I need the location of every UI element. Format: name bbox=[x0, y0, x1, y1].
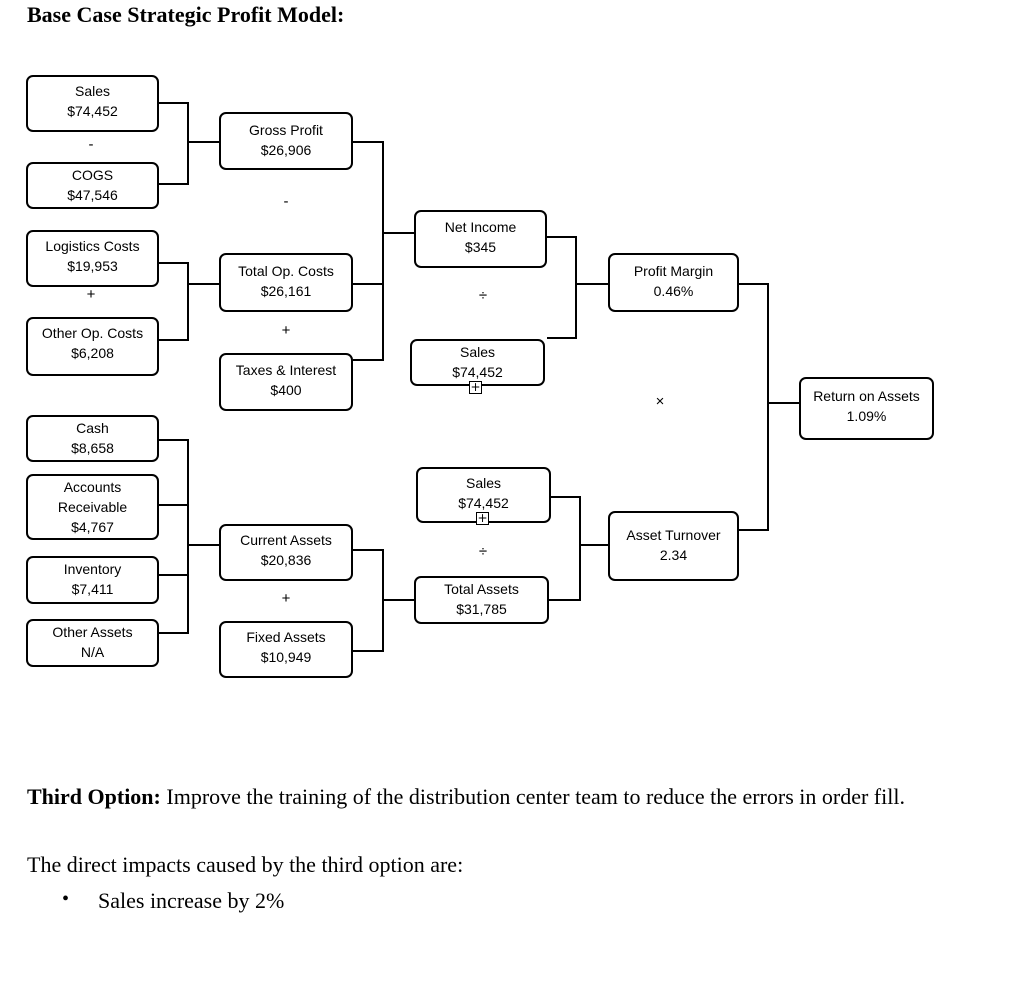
third-option-heading: Third Option: bbox=[27, 784, 161, 809]
plus-operator: + bbox=[86, 286, 96, 303]
node-taxes-interest[interactable]: Taxes & Interest $400 bbox=[219, 353, 353, 411]
minus-operator: - bbox=[283, 193, 289, 210]
node-sales[interactable]: Sales $74,452 bbox=[26, 75, 159, 132]
third-option-paragraph: Third Option: Improve the training of th… bbox=[27, 780, 987, 814]
node-inventory[interactable]: Inventory $7,411 bbox=[26, 556, 159, 604]
connector-lines bbox=[159, 102, 800, 652]
node-cogs[interactable]: COGS $47,546 bbox=[26, 162, 159, 209]
divide-operator: ÷ bbox=[478, 543, 488, 560]
bracket-asset-turnover bbox=[549, 496, 581, 601]
times-operator: × bbox=[655, 393, 665, 410]
bracket-total-assets bbox=[353, 549, 384, 652]
page-title: Base Case Strategic Profit Model: bbox=[27, 2, 345, 27]
third-option-body: Improve the training of the distribution… bbox=[160, 784, 905, 809]
node-profit-margin[interactable]: Profit Margin 0.46% bbox=[608, 253, 739, 312]
impacts-intro: The direct impacts caused by the third o… bbox=[27, 852, 464, 877]
bracket-op-costs bbox=[159, 262, 189, 341]
node-accounts-receivable[interactable]: Accounts Receivable $4,767 bbox=[26, 474, 159, 540]
node-cash[interactable]: Cash $8,658 bbox=[26, 415, 159, 462]
bracket-profit-margin bbox=[547, 236, 577, 339]
node-sales-profit-margin[interactable]: Sales $74,452 bbox=[410, 339, 545, 386]
node-total-op-costs[interactable]: Total Op. Costs $26,161 bbox=[219, 253, 353, 312]
plus-operator: + bbox=[281, 590, 291, 607]
bullet-marker: • bbox=[62, 888, 70, 910]
bracket-sales-cogs bbox=[159, 102, 189, 185]
node-other-assets[interactable]: Other Assets N/A bbox=[26, 619, 159, 667]
node-gross-profit[interactable]: Gross Profit $26,906 bbox=[219, 112, 353, 170]
node-logistics-costs[interactable]: Logistics Costs $19,953 bbox=[26, 230, 159, 287]
node-net-income[interactable]: Net Income $345 bbox=[414, 210, 547, 268]
bracket-current-assets bbox=[159, 439, 189, 634]
plus-operator: + bbox=[281, 322, 291, 339]
bracket-roa bbox=[739, 283, 769, 531]
node-current-assets[interactable]: Current Assets $20,836 bbox=[219, 524, 353, 581]
node-asset-turnover[interactable]: Asset Turnover 2.34 bbox=[608, 511, 739, 581]
expand-icon[interactable]: + bbox=[469, 380, 482, 394]
node-fixed-assets[interactable]: Fixed Assets $10,949 bbox=[219, 621, 353, 678]
node-return-on-assets[interactable]: Return on Assets 1.09% bbox=[799, 377, 934, 440]
node-other-op-costs[interactable]: Other Op. Costs $6,208 bbox=[26, 317, 159, 376]
divide-operator: ÷ bbox=[478, 287, 488, 304]
expand-icon[interactable]: + bbox=[476, 511, 489, 525]
minus-operator: - bbox=[88, 136, 94, 153]
bracket-net-income bbox=[353, 141, 384, 361]
impact-item: Sales increase by 2% bbox=[98, 888, 285, 913]
node-total-assets[interactable]: Total Assets $31,785 bbox=[414, 576, 549, 624]
